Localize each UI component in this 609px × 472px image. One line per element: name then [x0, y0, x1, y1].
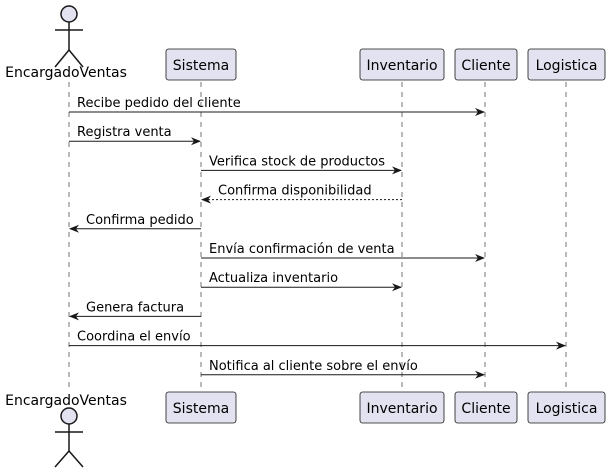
lifelines: [68, 82, 567, 392]
participant-logistica-bottom: Logistica: [527, 391, 606, 424]
message-label: Recibe pedido del cliente: [77, 96, 241, 111]
message-7: Actualiza inventario: [201, 271, 402, 292]
participant-box: [359, 391, 445, 424]
message-6: Envía confirmación de venta: [201, 242, 485, 262]
participant-logistica-top: Logistica: [527, 48, 606, 81]
actor-stick-figure-icon: [54, 5, 84, 68]
message-10: Notifica al cliente sobre el envío: [201, 359, 485, 379]
participant-box: [359, 48, 445, 81]
message-label: Genera factura: [86, 300, 184, 315]
message-9: Coordina el envío: [69, 330, 566, 350]
participant-header-row: EncargadoVentas Sistema Inventario Cliente…: [5, 5, 606, 81]
message-label: Envía confirmación de venta: [209, 242, 395, 257]
message-2: Registra venta: [69, 125, 201, 146]
message-label: Actualiza inventario: [209, 271, 338, 286]
actor-encargado-bottom: EncargadoVentas: [5, 393, 127, 468]
participant-inventario-top: Inventario: [359, 48, 445, 81]
participant-label: Inventario: [366, 58, 437, 74]
participant-label: Sistema: [173, 401, 229, 417]
participant-box: [165, 48, 237, 81]
participant-box: [165, 391, 237, 424]
participant-cliente-top: Cliente: [454, 48, 518, 81]
message-label: Notifica al cliente sobre el envío: [209, 359, 418, 374]
participant-box: [454, 48, 518, 81]
actor-encargado-top: EncargadoVentas: [5, 5, 127, 81]
participant-box: [527, 391, 606, 424]
participant-sistema-top: Sistema: [165, 48, 237, 81]
actor-stick-figure-icon: [54, 407, 84, 468]
message-1: Recibe pedido del cliente: [69, 96, 485, 116]
participant-label: Cliente: [461, 401, 510, 417]
participant-label: Inventario: [366, 401, 437, 417]
participant-sistema-bottom: Sistema: [165, 391, 237, 424]
message-4: Confirma disponibilidad: [201, 184, 402, 204]
participant-label: Logistica: [536, 58, 598, 74]
participant-inventario-bottom: Inventario: [359, 391, 445, 424]
participant-box: [454, 391, 518, 424]
message-label: Confirma disponibilidad: [218, 184, 372, 199]
actor-name-label: EncargadoVentas: [5, 65, 127, 81]
message-3: Verifica stock de productos: [201, 154, 402, 175]
participant-cliente-bottom: Cliente: [454, 391, 518, 424]
actor-name-label: EncargadoVentas: [5, 393, 127, 409]
message-8: Genera factura: [69, 300, 201, 321]
message-label: Confirma pedido: [86, 213, 194, 228]
participant-label: Logistica: [536, 401, 598, 417]
participant-box: [527, 48, 606, 81]
message-label: Verifica stock de productos: [209, 154, 385, 169]
participant-label: Cliente: [461, 58, 510, 74]
message-label: Registra venta: [77, 125, 172, 140]
message-5: Confirma pedido: [69, 213, 201, 233]
participant-footer-row: EncargadoVentas Sistema Inventario Cliente…: [5, 391, 606, 468]
message-label: Coordina el envío: [77, 330, 191, 345]
participant-label: Sistema: [173, 58, 229, 74]
